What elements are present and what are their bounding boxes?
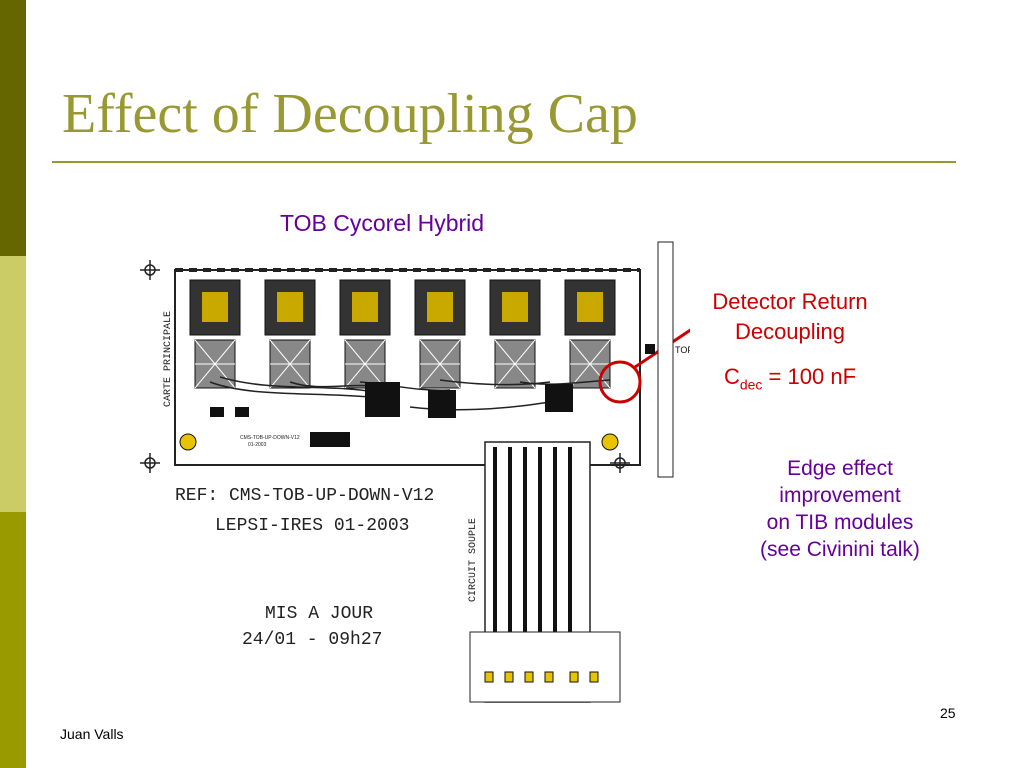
top-marker xyxy=(645,344,655,354)
small-part xyxy=(210,407,224,417)
yellow-pad xyxy=(179,433,197,451)
lab-line: LEPSI-IRES 01-2003 xyxy=(215,516,409,536)
hybrid-label: TOB Cycorel Hybrid xyxy=(280,210,485,236)
registration-mark-tl xyxy=(140,260,160,280)
edge-note-line-2: improvement xyxy=(779,484,901,507)
cdec-value: Cdec = 100 nF xyxy=(700,364,880,392)
sidebar-block-dark xyxy=(0,0,26,256)
edge-effect-note: Edge effect improvement on TIB modules (… xyxy=(730,455,950,563)
ic-chip xyxy=(365,382,400,417)
cdec-symbol: C xyxy=(723,364,740,389)
edge-note-line-1: Edge effect xyxy=(787,457,893,480)
sidebar-block-light xyxy=(0,256,26,512)
edge-note-line-4: (see Civinini talk) xyxy=(760,538,920,561)
flex-connector-pads xyxy=(484,671,599,683)
apv-chip xyxy=(264,279,316,389)
cdec-subscript: dec xyxy=(739,376,763,393)
ic-chip xyxy=(545,384,573,412)
page-number: 25 xyxy=(940,705,956,721)
decoupling-cap-highlight xyxy=(598,360,642,404)
pcb-drawing: TOP CARTE PRINCIPALE CIRCUIT SOUPLE CMS-… xyxy=(140,241,690,703)
small-part xyxy=(235,407,249,417)
flex-label: CIRCUIT SOUPLE xyxy=(468,518,479,602)
side-label: CARTE PRINCIPALE xyxy=(163,311,174,407)
ic-chip xyxy=(428,390,456,418)
ref-line: REF: CMS-TOB-UP-DOWN-V12 xyxy=(175,486,434,506)
apv-chip xyxy=(564,279,616,389)
sidebar-decoration xyxy=(0,0,26,768)
edge-connector xyxy=(657,241,674,478)
apv-chip xyxy=(489,279,541,389)
small-ref-1: CMS-TOB-UP-DOWN-V12 xyxy=(240,435,300,441)
apv-chip-row xyxy=(189,279,616,389)
yellow-pad xyxy=(601,433,619,451)
callout-line-2: Decoupling xyxy=(734,319,846,344)
cdec-number: = 100 nF xyxy=(762,364,857,389)
main-board xyxy=(174,269,641,466)
author-footer: Juan Valls xyxy=(60,726,124,742)
registration-mark-bl xyxy=(140,453,160,473)
apv-chip xyxy=(189,279,241,389)
detector-return-callout: Detector Return Decoupling xyxy=(690,287,890,347)
registration-mark-br xyxy=(610,453,630,473)
top-label: TOP xyxy=(675,345,690,355)
update-line-2: 24/01 - 09h27 xyxy=(242,630,382,650)
sidebar-block-mid xyxy=(0,512,26,768)
title-rule xyxy=(52,161,956,163)
callout-line-1: Detector Return xyxy=(712,289,868,314)
apv-chip xyxy=(414,279,466,389)
ic-chip-small xyxy=(310,432,350,447)
flex-connector-area xyxy=(469,631,621,703)
apv-chip xyxy=(339,279,391,389)
update-line-1: MIS A JOUR xyxy=(265,604,373,624)
small-ref-2: 01-2003 xyxy=(248,442,267,448)
edge-note-line-3: on TIB modules xyxy=(766,511,914,534)
slide-title: Effect of Decoupling Cap xyxy=(62,83,638,145)
